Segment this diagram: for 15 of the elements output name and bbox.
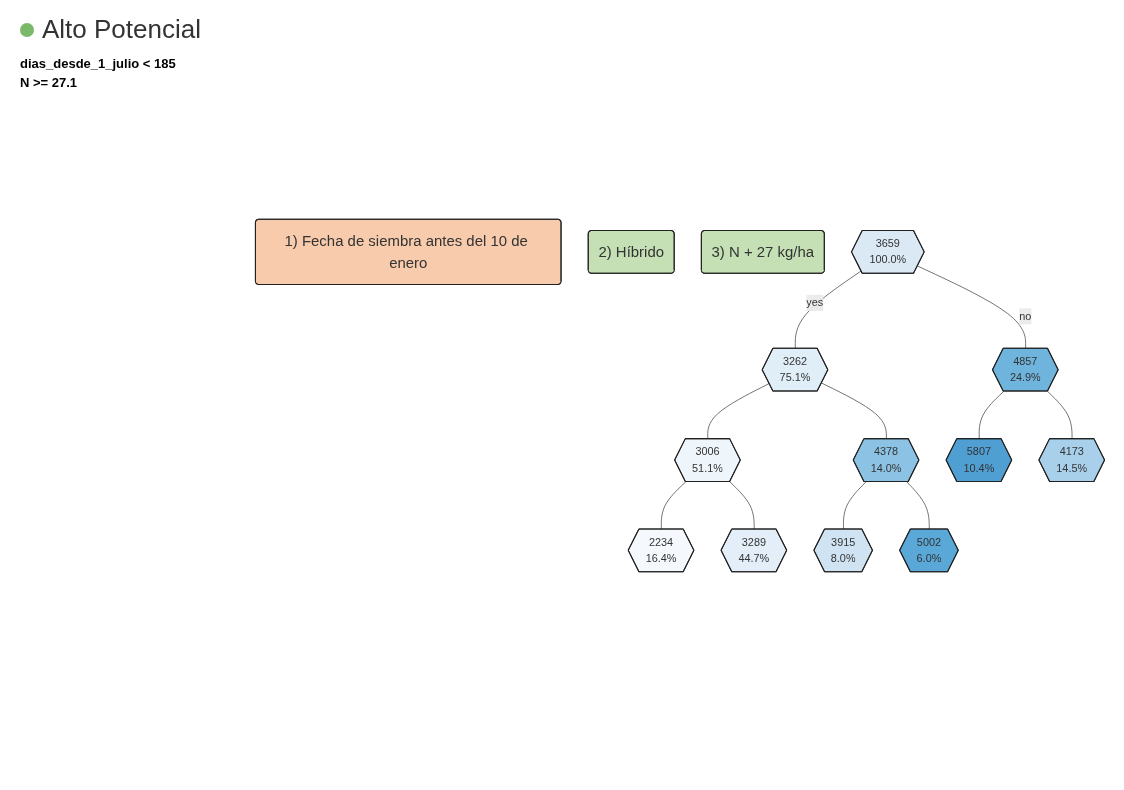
connector	[1047, 391, 1073, 440]
connector	[906, 481, 930, 530]
connector	[917, 265, 1026, 349]
edge-label: yes	[806, 296, 824, 309]
edge-label: no	[1019, 310, 1032, 322]
connector	[794, 270, 862, 349]
connector	[707, 383, 770, 440]
connector	[843, 481, 867, 530]
connector	[661, 481, 687, 530]
title: Alto Potencial	[42, 14, 201, 45]
connector	[729, 481, 755, 530]
connector	[821, 382, 887, 440]
connector	[978, 391, 1004, 440]
split-condition: dias_desde_1_julio < 185	[20, 56, 176, 71]
split-condition: N >= 27.1	[20, 75, 79, 90]
